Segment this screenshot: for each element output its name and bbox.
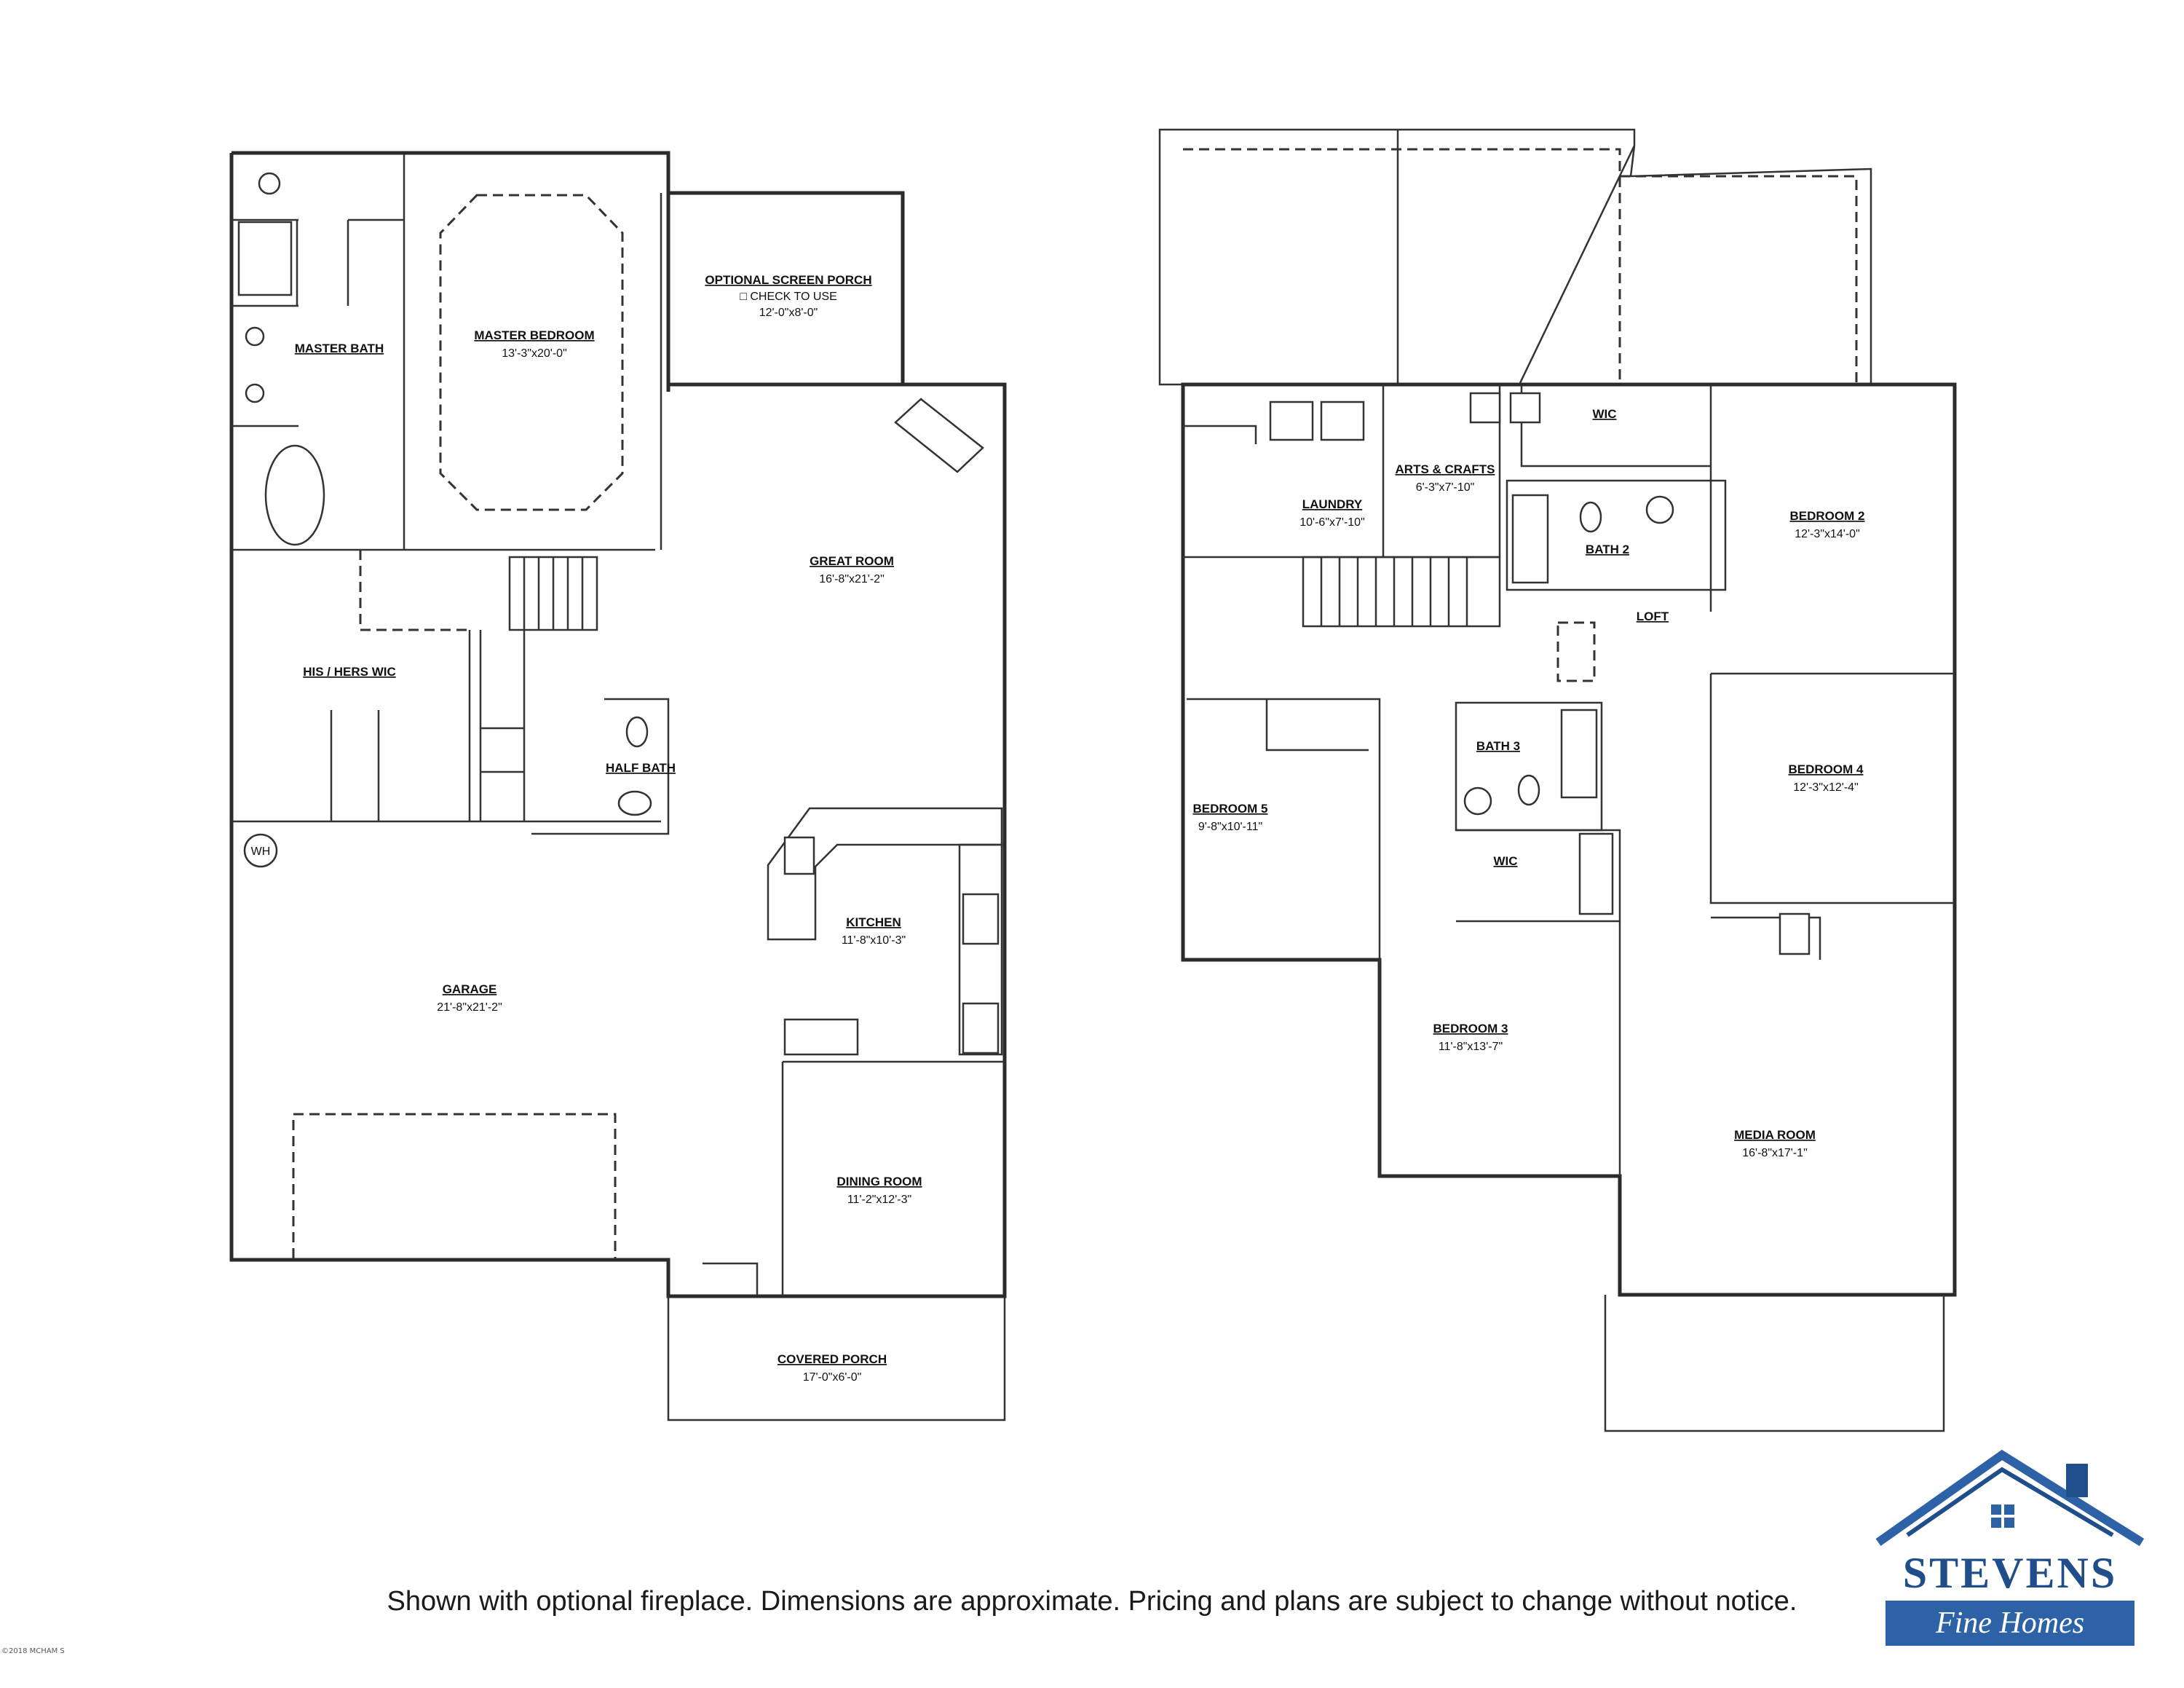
water-heater-label: WH [251, 845, 271, 858]
first-floor-plan [229, 151, 1007, 1421]
disclaimer-text: Shown with optional fireplace. Dimension… [387, 1586, 1797, 1617]
room-label-screen-porch: OPTIONAL SCREEN PORCH [705, 273, 871, 287]
room-label-covered-porch: COVERED PORCH [778, 1352, 887, 1366]
room-label-master-bath: MASTER BATH [295, 342, 384, 355]
room-dim-kitchen: 11'-8"x10'-3" [842, 934, 906, 947]
room-label-bedroom-5: BEDROOM 5 [1193, 802, 1268, 816]
room-label-bath-2: BATH 2 [1586, 543, 1629, 556]
room-label-loft: LOFT [1637, 610, 1669, 623]
room-dim-media-room: 16'-8"x17'-1" [1742, 1147, 1808, 1159]
room-dim-bedroom-3: 11'-8"x13'-7" [1439, 1041, 1503, 1053]
room-label-kitchen: KITCHEN [846, 915, 901, 929]
copyright-text: ©2018 MCHAM S [1, 1647, 65, 1655]
room-dim-bedroom-2: 12'-3"x14'-0" [1795, 528, 1860, 540]
room-label-master-bedroom: MASTER BEDROOM [474, 328, 594, 342]
room-note-screen-porch: □ CHECK TO USE [740, 291, 837, 303]
room-label-his-hers-wic: HIS / HERS WIC [303, 665, 396, 679]
room-label-media-room: MEDIA ROOM [1734, 1128, 1816, 1142]
room-dim-great-room: 16'-8"x21'-2" [819, 573, 885, 585]
room-label-wic-bath3: WIC [1493, 854, 1517, 868]
second-floor-plan [1158, 128, 1957, 1432]
room-dim-covered-porch: 17'-0"x6'-0" [803, 1371, 862, 1384]
room-label-garage: GARAGE [443, 982, 497, 996]
logo-name: STEVENS [1902, 1549, 2118, 1597]
room-label-dining-room: DINING ROOM [836, 1175, 922, 1188]
stevens-fine-homes-logo: STEVENS Fine Homes [1864, 1448, 2156, 1652]
room-label-half-bath: HALF BATH [606, 761, 676, 775]
room-label-bedroom-4: BEDROOM 4 [1789, 762, 1864, 776]
room-dim-screen-porch: 12'-0"x8'-0" [759, 307, 818, 319]
house-roof-icon [1875, 1449, 2145, 1547]
room-label-bedroom-3: BEDROOM 3 [1433, 1022, 1508, 1036]
room-labels: MASTER BATH MASTER BEDROOM 13'-3"x20'-0"… [251, 273, 1865, 1384]
room-dim-bedroom-4: 12'-3"x12'-4" [1793, 781, 1859, 794]
room-label-laundry: LAUNDRY [1302, 497, 1363, 511]
room-label-great-room: GREAT ROOM [810, 554, 894, 568]
room-label-arts-crafts: ARTS & CRAFTS [1396, 462, 1495, 476]
room-label-bath-3: BATH 3 [1476, 739, 1520, 753]
room-label-wic-top: WIC [1592, 407, 1616, 421]
logo-subtitle: Fine Homes [1886, 1601, 2134, 1646]
room-dim-bedroom-5: 9'-8"x10'-11" [1198, 821, 1262, 833]
room-label-bedroom-2: BEDROOM 2 [1790, 509, 1865, 523]
room-dim-master-bedroom: 13'-3"x20'-0" [502, 347, 567, 360]
room-dim-arts-crafts: 6'-3"x7'-10" [1416, 481, 1475, 494]
room-dim-laundry: 10'-6"x7'-10" [1299, 516, 1365, 529]
room-dim-garage: 21'-8"x21'-2" [437, 1001, 502, 1014]
room-dim-dining-room: 11'-2"x12'-3" [847, 1194, 911, 1206]
